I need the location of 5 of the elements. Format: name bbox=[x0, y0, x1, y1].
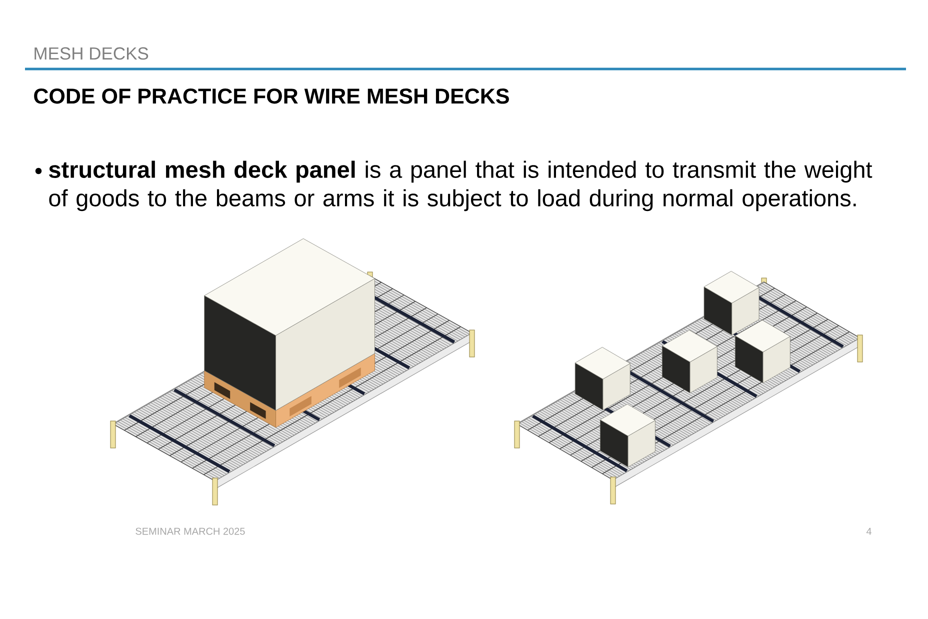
section-header: MESH DECKS bbox=[34, 47, 148, 60]
page-number: 4 bbox=[866, 528, 872, 535]
footer-text: SEMINAR MARCH 2025 bbox=[136, 528, 245, 535]
title: CODE OF PRACTICE FOR WIRE MESH DECKS bbox=[34, 88, 509, 104]
bullet-text: structural mesh deck panel is a panel that is intended to transmit the weight of goods to the beams or arms it is subject to load during normal operations. bbox=[49, 160, 872, 212]
